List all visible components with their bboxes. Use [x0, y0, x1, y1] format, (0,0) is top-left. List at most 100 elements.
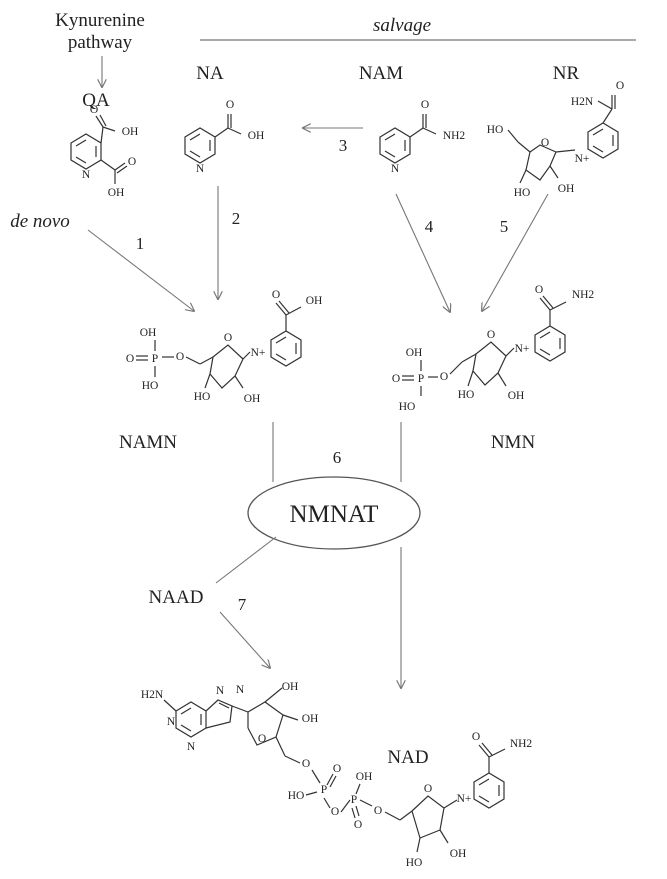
- chemical-bond: [519, 169, 527, 184]
- step-number-1: 1: [136, 234, 145, 253]
- chemical-bond: [214, 127, 229, 138]
- step-number-6: 6: [333, 448, 342, 467]
- atom-label: OH: [282, 681, 299, 693]
- atom-label: N+: [251, 347, 266, 359]
- atom-label: O: [224, 332, 232, 344]
- atom-label: N: [82, 169, 91, 181]
- step-number-2: 2: [232, 209, 241, 228]
- chemical-bond: [539, 331, 561, 356]
- chemical-bond: [180, 707, 202, 732]
- atom-label: OH: [558, 183, 575, 195]
- nmn-structure: O NH2 N+ O O P OH O HO HO OH: [392, 284, 595, 413]
- atom-label: NH2: [572, 289, 595, 301]
- atom-label: OH: [356, 771, 373, 783]
- chemical-bond: [416, 837, 421, 853]
- chemical-bond: [163, 699, 177, 712]
- chemical-bond: [329, 775, 337, 788]
- atom-label: N: [216, 685, 225, 697]
- chemical-bond: [218, 702, 230, 709]
- chemical-bond: [285, 306, 302, 316]
- atom-label: HO: [458, 389, 475, 401]
- atom-label: HO: [288, 790, 305, 802]
- atom-label: O: [226, 99, 234, 111]
- chemical-bond: [189, 133, 211, 158]
- chemical-bond: [384, 811, 401, 821]
- atom-label: O: [374, 805, 382, 817]
- atom-label: HO: [194, 391, 211, 403]
- atom-label: OH: [508, 390, 525, 402]
- atom-label: OH: [450, 848, 467, 860]
- chemical-bond: [278, 300, 290, 314]
- chemical-bond: [340, 799, 351, 813]
- atom-label: OH: [244, 393, 261, 405]
- atom-label: P: [152, 353, 158, 365]
- atom-label: NH2: [510, 738, 533, 750]
- atom-label: H2N: [571, 96, 594, 108]
- chemical-bond: [449, 361, 463, 375]
- chemical-bond: [355, 783, 361, 795]
- na-structure: O OH N: [184, 99, 264, 175]
- chemical-bond: [205, 699, 233, 729]
- chemical-bond: [275, 302, 287, 316]
- atom-label: O: [424, 783, 432, 795]
- chemical-bond: [185, 356, 201, 365]
- chemical-bond: [184, 127, 216, 164]
- atom-label: N+: [575, 153, 590, 165]
- chemical-bond: [379, 127, 411, 164]
- nam-label: NAM: [359, 63, 403, 84]
- qa-label: QA: [82, 90, 110, 111]
- chemical-bond: [478, 744, 490, 758]
- chemical-bond: [323, 797, 331, 809]
- atom-label: N: [196, 163, 205, 175]
- chemical-bond: [384, 133, 406, 158]
- chemical-bond: [100, 159, 116, 171]
- arrow-step-1: [87, 229, 194, 311]
- atom-label: P: [418, 373, 424, 385]
- chemical-bond: [264, 687, 283, 703]
- step-number-5: 5: [500, 217, 509, 236]
- nr-structure: O H2N N+ HO O HO OH: [487, 80, 624, 199]
- nam-structure: O NH2 N: [379, 99, 465, 175]
- chemical-bond: [114, 162, 126, 171]
- atom-label: O: [126, 353, 134, 365]
- chemical-bond: [282, 714, 299, 721]
- naad-label: NAAD: [149, 587, 204, 608]
- step-number-7: 7: [238, 595, 247, 614]
- atom-label: O: [472, 731, 480, 743]
- chemical-bond: [461, 353, 477, 363]
- chemical-bond: [305, 791, 318, 796]
- atom-label: OH: [122, 126, 139, 138]
- chemical-bond: [355, 805, 360, 817]
- chemical-bond: [517, 141, 531, 153]
- chemical-bond: [597, 100, 613, 110]
- arrow-step-4: [395, 193, 450, 312]
- atom-label: O: [272, 289, 280, 301]
- chemical-bond: [478, 778, 500, 803]
- chemical-bond: [439, 829, 449, 844]
- atom-label: O: [128, 156, 136, 168]
- chemical-bond: [284, 755, 301, 764]
- chemical-bond: [75, 139, 97, 164]
- atom-label: O: [258, 733, 266, 745]
- step-number-3: 3: [339, 136, 348, 155]
- chemical-bond: [100, 126, 104, 144]
- chemical-bond: [275, 336, 297, 361]
- chemical-bond: [481, 742, 493, 756]
- chemical-bond: [549, 301, 567, 311]
- kynurenine-label: Kynurenine: [55, 10, 145, 31]
- atom-label: O: [354, 819, 362, 831]
- atom-label: N+: [457, 793, 472, 805]
- chemical-bond: [488, 748, 506, 758]
- nmn-label: NMN: [491, 432, 536, 453]
- nad-label: NAD: [387, 747, 428, 768]
- chemical-bond: [542, 295, 554, 309]
- atom-label: O: [176, 351, 184, 363]
- chemical-bond: [199, 356, 214, 365]
- chemical-bond: [549, 165, 559, 179]
- step-number-4: 4: [425, 217, 434, 236]
- chemical-bond: [409, 127, 424, 138]
- atom-label: P: [351, 794, 357, 806]
- atom-label: O: [302, 758, 310, 770]
- namn-label: NAMN: [119, 432, 177, 453]
- atom-label: N: [167, 716, 176, 728]
